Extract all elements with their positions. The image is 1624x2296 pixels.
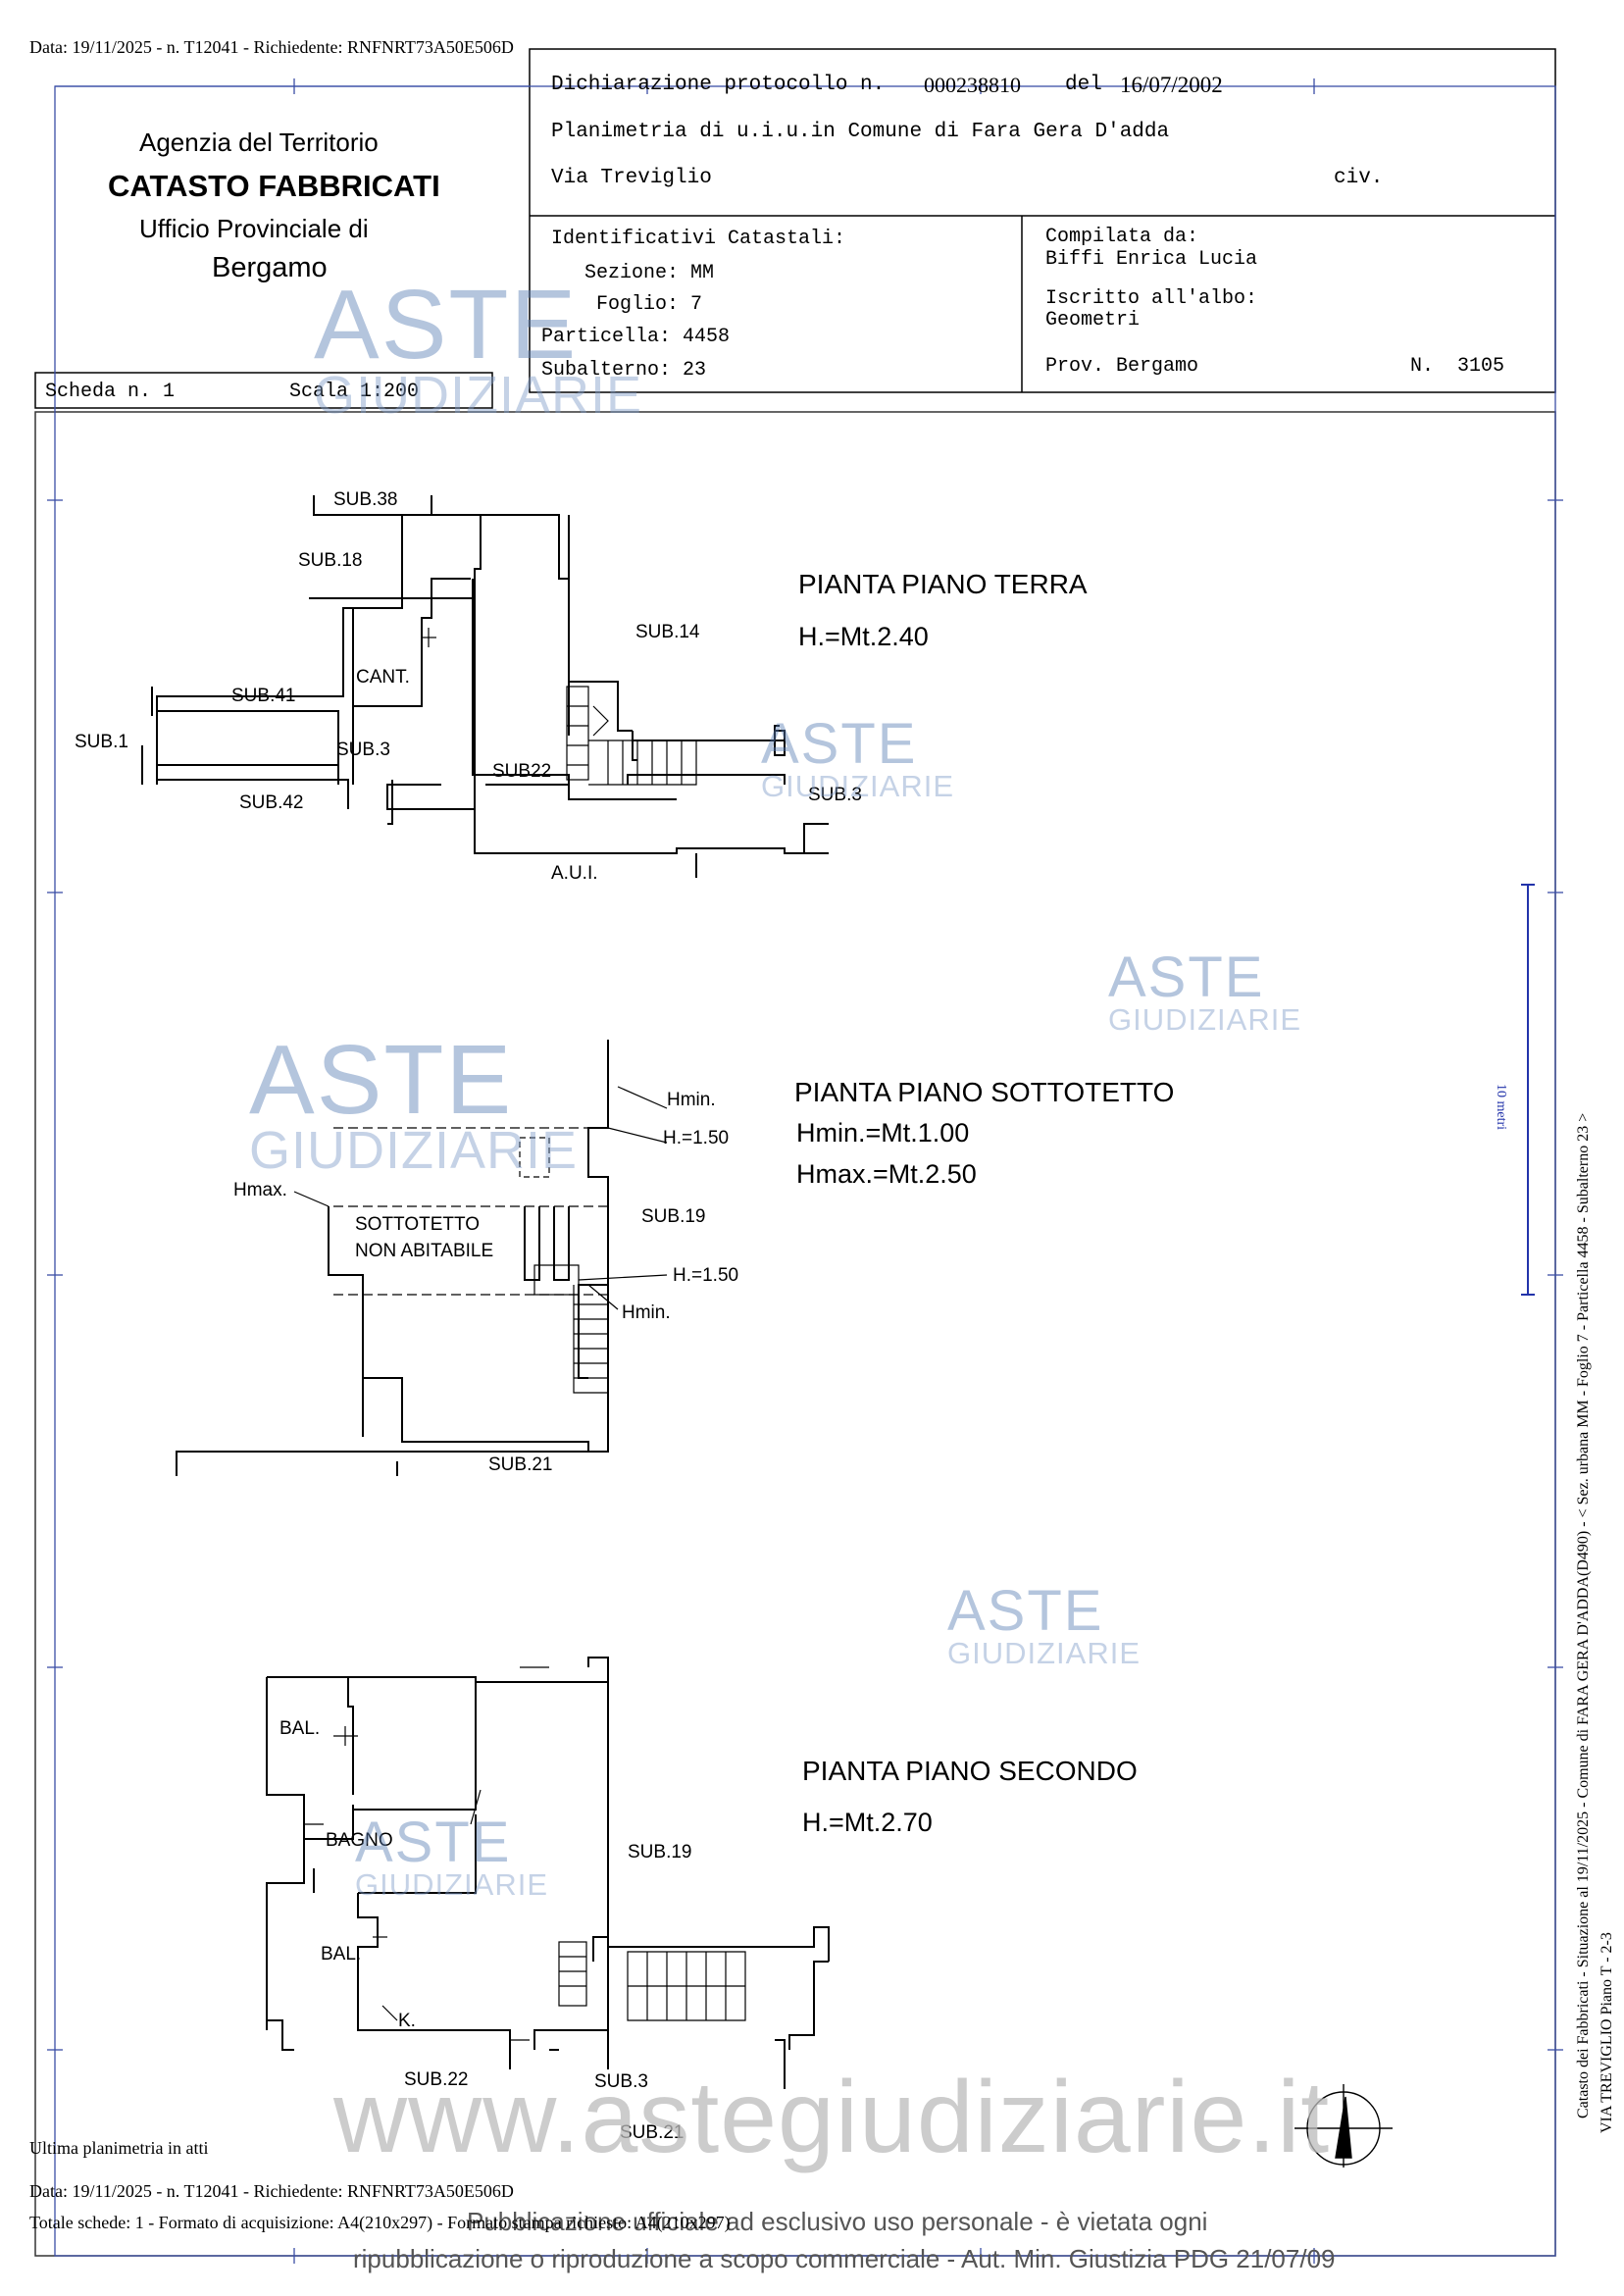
compilata-name: Biffi Enrica Lucia [1045, 248, 1258, 271]
north-arrow [1294, 2084, 1393, 2168]
side-situazione-text: Catasto dei Fabbricati - Situazione al 1… [1575, 1112, 1592, 2118]
dichiarazione-label: Dichiarazione protocollo n. [551, 74, 886, 96]
planimetria-line: Planimetria di u.i.u.in Comune di Fara G… [551, 121, 1170, 143]
iscritto-value: Geometri [1045, 309, 1141, 332]
secondo-label: K. [398, 2011, 416, 2031]
plan-sottotetto-title: PIANTA PIANO SOTTOTETTO [794, 1077, 1175, 1107]
protocol-number: 000238810 [924, 73, 1021, 97]
scale-bar-label: 10 metri [1494, 1084, 1508, 1131]
watermark-logo: ASTE GIUDIZIARIE [355, 1811, 549, 1902]
terra-room-label: SUB.3 [336, 740, 390, 760]
secondo-label: BAL. [279, 1718, 321, 1739]
compilata-label: Compilata da: [1045, 226, 1199, 248]
terra-room-label: SUB.1 [75, 732, 128, 752]
protocol-date: 16/07/2002 [1120, 73, 1223, 97]
footer-ultima: Ultima planimetria in atti [29, 2138, 209, 2158]
agency-name: Agenzia del Territorio [139, 128, 379, 157]
sottotetto-label: H.=1.50 [673, 1265, 739, 1286]
watermark-logo: ASTE GIUDIZIARIE [947, 1579, 1142, 1670]
plan-sottotetto-hmax: Hmax.=Mt.2.50 [796, 1159, 977, 1189]
plan-sottotetto-hmin: Hmin.=Mt.1.00 [796, 1118, 970, 1148]
catasto-title: CATASTO FABBRICATI [108, 169, 440, 203]
terra-room-label: A.U.I. [551, 863, 598, 884]
via-line: Via Treviglio [551, 167, 712, 189]
particella-line: Particella: 4458 [541, 326, 731, 348]
terra-room-label: SUB.38 [333, 489, 398, 510]
footer-totale: Totale schede: 1 - Formato di acquisizio… [29, 2213, 731, 2232]
scheda-label: Scheda n. 1 [45, 381, 176, 403]
plan-secondo-title: PIANTA PIANO SECONDO [802, 1756, 1138, 1786]
secondo-label: BAGNO [326, 1830, 393, 1851]
terra-room-label: SUB.42 [239, 792, 304, 813]
sottotetto-label: SOTTOTETTO [355, 1214, 481, 1235]
watermark-notice-1: Pubblicazione ufficiale ad esclusivo uso… [467, 2207, 1208, 2236]
watermark-logo: ASTE GIUDIZIARIE [1108, 945, 1302, 1037]
secondo-label: SUB.21 [620, 2122, 685, 2143]
del-label: del [1065, 74, 1102, 96]
city-name: Bergamo [212, 252, 328, 283]
iscritto-label: Iscritto all'albo: [1045, 287, 1258, 310]
secondo-label: SUB.3 [594, 2071, 648, 2092]
side-address-text: VIA TREVIGLIO Piano T - 2-3 [1599, 1932, 1615, 2133]
terra-room-label: SUB.3 [808, 785, 862, 805]
sottotetto-label: NON ABITABILE [355, 1241, 494, 1261]
terra-room-label: SUB.41 [231, 686, 296, 706]
ufficio-label: Ufficio Provinciale di [139, 214, 369, 243]
n-label: N. [1410, 355, 1435, 378]
watermark-notice-2: ripubblicazione o riproduzione a scopo c… [353, 2244, 1336, 2273]
plan-secondo-height: H.=Mt.2.70 [802, 1808, 933, 1837]
subalterno-line: Subalterno: 23 [541, 359, 707, 382]
prov-label: Prov. Bergamo [1045, 355, 1199, 378]
sottotetto-label: Hmin. [667, 1090, 716, 1110]
plan-terra-title: PIANTA PIANO TERRA [798, 569, 1088, 599]
foglio-line: Foglio: 7 [596, 293, 703, 316]
terra-room-label: SUB.18 [298, 550, 363, 571]
terra-room-label: CANT. [356, 667, 410, 688]
civ-label: civ. [1334, 167, 1384, 189]
n-value: 3105 [1457, 355, 1505, 378]
identificativi-label: Identificativi Catastali: [551, 228, 846, 250]
sottotetto-label: SUB.19 [641, 1206, 706, 1227]
secondo-label: BAL. [321, 1944, 362, 1964]
watermark-site: www.astegiudiziarie.it [333, 2061, 1331, 2174]
terra-room-label: SUB.14 [635, 622, 700, 642]
watermark-logo: ASTE GIUDIZIARIE [761, 712, 955, 803]
watermark-logo: ASTE GIUDIZIARIE [314, 270, 643, 425]
sottotetto-label: H.=1.50 [663, 1128, 730, 1148]
plan-terra-height: H.=Mt.2.40 [798, 622, 929, 651]
sottotetto-label: Hmax. [233, 1180, 287, 1200]
sottotetto-label: Hmin. [622, 1302, 671, 1323]
watermark-logo: ASTE GIUDIZIARIE [249, 1025, 579, 1180]
terra-room-label: SUB22 [492, 761, 552, 782]
sezione-line: Sezione: MM [584, 262, 715, 284]
secondo-label: SUB.22 [404, 2069, 469, 2090]
sottotetto-label: SUB.21 [488, 1454, 553, 1475]
top-stamp: Data: 19/11/2025 - n. T12041 - Richieden… [29, 37, 514, 57]
scala-label: Scala 1:200 [289, 381, 420, 403]
secondo-label: SUB.19 [628, 1842, 692, 1862]
footer-stamp: Data: 19/11/2025 - n. T12041 - Richieden… [29, 2181, 514, 2201]
